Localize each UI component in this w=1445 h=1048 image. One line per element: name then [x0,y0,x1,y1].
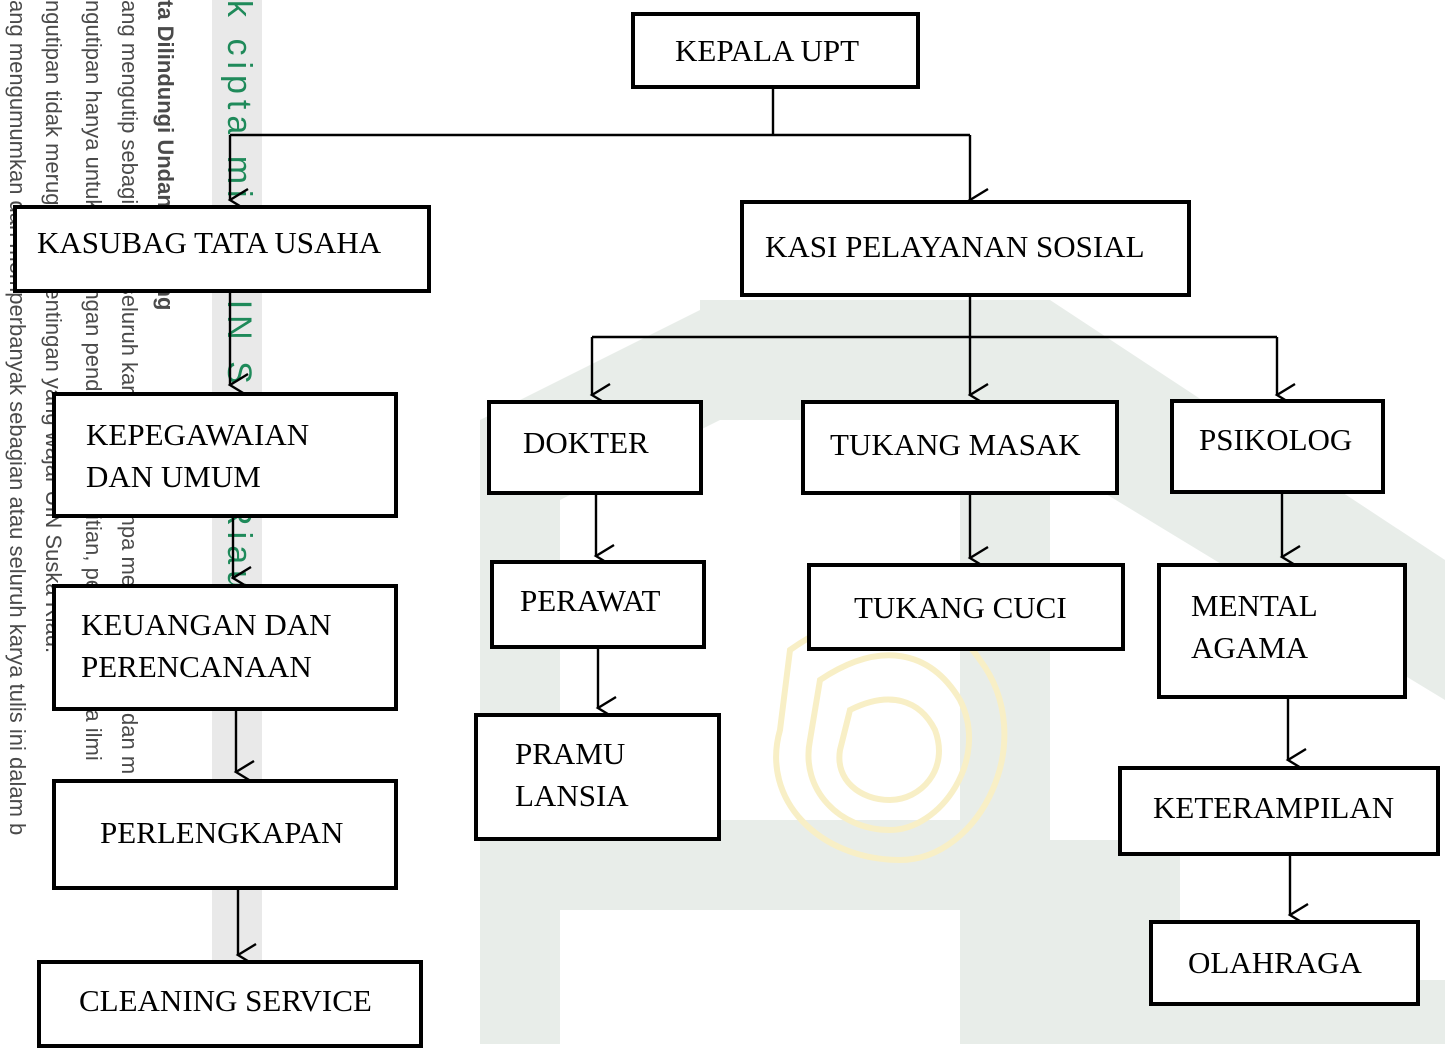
node-admin-unit-1: KEPEGAWAIAN DAN UMUM [52,392,398,518]
node-services-label: KASI PELAYANAN SOSIAL [765,229,1145,264]
node-skills: KETERAMPILAN [1118,766,1440,856]
node-psychologist-label: PSIKOLOG [1199,422,1353,457]
node-cook: TUKANG MASAK [801,400,1119,495]
node-admin-unit-4-label: CLEANING SERVICE [79,983,372,1018]
node-laundry: TUKANG CUCI [807,563,1125,651]
node-admin-label: KASUBAG TATA USAHA [37,225,382,260]
node-mental-religion: MENTAL AGAMA [1157,563,1407,699]
node-nurse: PERAWAT [490,560,706,649]
node-doctor: DOKTER [487,400,703,495]
node-admin-unit-4: CLEANING SERVICE [37,960,423,1048]
node-admin-unit-1-label: KEPEGAWAIAN DAN UMUM [86,417,310,494]
node-doctor-label: DOKTER [523,425,649,460]
node-admin-unit-3-label: PERLENGKAPAN [100,815,344,850]
node-skills-label: KETERAMPILAN [1153,790,1395,825]
node-sports: OLAHRAGA [1149,920,1420,1006]
node-admin-unit-2-label: KEUANGAN DAN PERENCANAAN [81,607,332,684]
node-services: KASI PELAYANAN SOSIAL [740,200,1191,297]
node-admin-unit-2: KEUANGAN DAN PERENCANAAN [52,584,398,711]
node-sports-label: OLAHRAGA [1188,945,1362,980]
node-admin-unit-3: PERLENGKAPAN [52,779,398,890]
node-elder-caregiver-label: PRAMU LANSIA [515,736,629,813]
node-elder-caregiver: PRAMU LANSIA [474,713,721,841]
node-cook-label: TUKANG MASAK [830,427,1081,462]
node-head: KEPALA UPT [631,12,920,89]
node-mental-religion-label: MENTAL AGAMA [1191,588,1318,665]
node-admin: KASUBAG TATA USAHA [13,205,431,293]
node-nurse-label: PERAWAT [520,583,661,618]
node-psychologist: PSIKOLOG [1170,399,1385,494]
node-head-label: KEPALA UPT [675,33,860,68]
node-laundry-label: TUKANG CUCI [854,590,1067,625]
